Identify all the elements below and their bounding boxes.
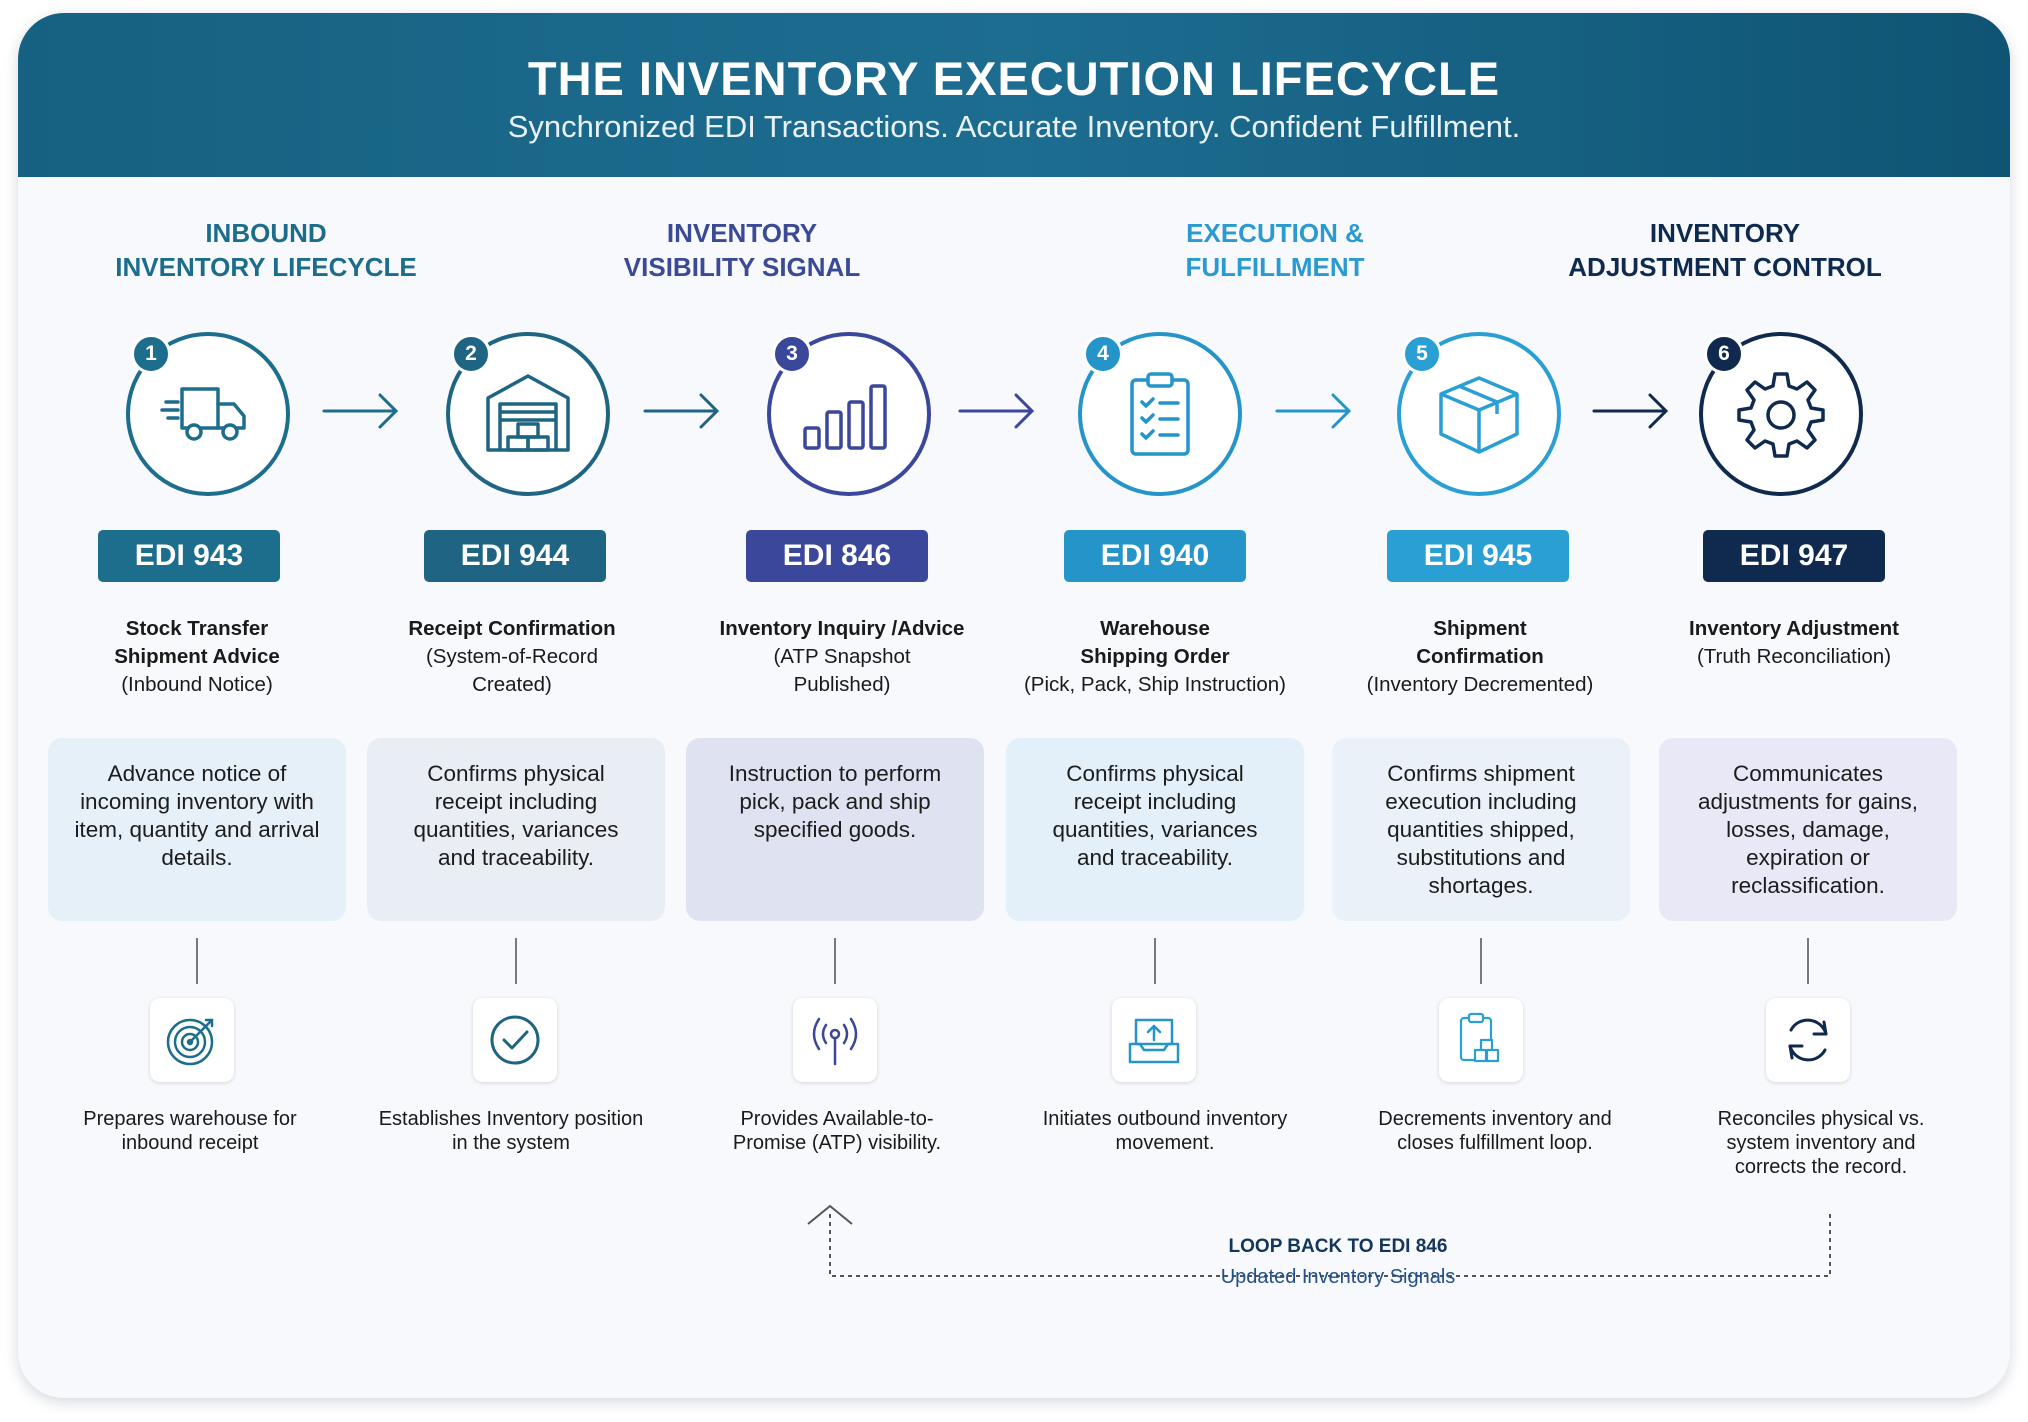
edi-badge-945: EDI 945 <box>1387 530 1569 582</box>
step-2-label: Receipt Confirmation(System-of-Record Cr… <box>408 617 616 696</box>
outcome-icon-box-1 <box>150 998 234 1082</box>
edi-badge-944: EDI 944 <box>424 530 606 582</box>
step-6-label: Inventory Adjustment(Truth Reconciliatio… <box>1689 617 1899 668</box>
outcome-icon-box-4 <box>1112 998 1196 1082</box>
outcome-icon-box-6 <box>1766 998 1850 1082</box>
step-6-number: 6 <box>1704 334 1744 374</box>
arrow-right-icon <box>1592 393 1669 429</box>
step-4-outcome: Initiates outbound inventory movement. <box>1042 1108 1288 1154</box>
step-2-description: Confirms physical receipt including quan… <box>367 738 665 921</box>
signal-icon <box>812 1017 858 1066</box>
box-icon <box>1439 376 1519 454</box>
arrow-right-icon <box>958 393 1035 429</box>
step-5-description: Confirms shipment execution including qu… <box>1332 738 1630 921</box>
loop-title: LOOP BACK TO EDI 846 <box>1228 1236 1448 1257</box>
connector-line <box>196 938 198 984</box>
step-5-outcome: Decrements inventory and closes fulfillm… <box>1378 1108 1612 1154</box>
header-banner: THE INVENTORY EXECUTION LIFECYCLE Synchr… <box>18 13 2010 177</box>
step-4-label: Warehouse Shipping Order(Pick, Pack, Shi… <box>1023 617 1287 696</box>
edi-badge-846: EDI 846 <box>746 530 928 582</box>
step-3-outcome: Provides Available-to-Promise (ATP) visi… <box>732 1108 942 1154</box>
truck-icon <box>160 387 246 441</box>
step-6-description: Communicates adjustments for gains, loss… <box>1659 738 1957 921</box>
arrow-right-icon <box>643 393 720 429</box>
step-5-label: Shipment Confirmation(Inventory Decremen… <box>1366 617 1594 696</box>
step-5-number: 5 <box>1402 334 1442 374</box>
step-2-outcome: Establishes Inventory position in the sy… <box>378 1108 644 1154</box>
check-circle-icon <box>490 1015 540 1065</box>
clipboard-icon <box>1130 372 1190 456</box>
step-3-description: Instruction to perform pick, pack and sh… <box>686 738 984 921</box>
edi-badge-940: EDI 940 <box>1064 530 1246 582</box>
step-2-number: 2 <box>451 334 491 374</box>
step-1-outcome: Prepares warehouse for inbound receipt <box>83 1108 297 1154</box>
edi-badge-943: EDI 943 <box>98 530 280 582</box>
arrow-right-icon <box>322 393 399 429</box>
connector-line <box>1480 938 1482 984</box>
diagram-card: THE INVENTORY EXECUTION LIFECYCLE Synchr… <box>18 13 2010 1398</box>
step-4-description: Confirms physical receipt including quan… <box>1006 738 1304 921</box>
outcome-icon-box-3 <box>793 998 877 1082</box>
loop-subtitle: Updated Inventory Signals <box>1220 1266 1456 1288</box>
page-title: THE INVENTORY EXECUTION LIFECYCLE <box>527 52 1501 105</box>
clipboard-boxes-icon <box>1459 1012 1500 1063</box>
step-3-label: Inventory Inquiry /Advice(ATP Snapshot P… <box>719 617 965 696</box>
step-6-outcome: Reconciles physical vs. system inventory… <box>1717 1108 1925 1178</box>
page-subtitle: Synchronized EDI Transactions. Accurate … <box>507 109 1521 144</box>
step-1-number: 1 <box>131 334 171 374</box>
warehouse-icon <box>486 374 570 452</box>
section-title-execution: EXECUTION &FULFILLMENT <box>1185 218 1365 282</box>
outbox-icon <box>1128 1018 1180 1064</box>
loop-back-arrow <box>807 1204 1831 1277</box>
connector-line <box>1154 938 1156 984</box>
connector-line <box>834 938 836 984</box>
step-3-number: 3 <box>772 334 812 374</box>
step-4-number: 4 <box>1083 334 1123 374</box>
connector-line <box>515 938 517 984</box>
outcome-icon-box-2 <box>473 998 557 1082</box>
target-icon <box>166 1018 214 1066</box>
step-1-label: Stock Transfer Shipment Advice(Inbound N… <box>114 617 280 696</box>
refresh-icon <box>1788 1018 1828 1062</box>
edi-badge-947: EDI 947 <box>1703 530 1885 582</box>
outcome-icon-box-5 <box>1439 998 1523 1082</box>
connector-line <box>1807 938 1809 984</box>
step-1-description: Advance notice of incoming inventory wit… <box>48 738 346 921</box>
bar-chart-icon <box>803 384 887 450</box>
gear-icon <box>1737 372 1825 458</box>
arrow-right-icon <box>1275 393 1352 429</box>
